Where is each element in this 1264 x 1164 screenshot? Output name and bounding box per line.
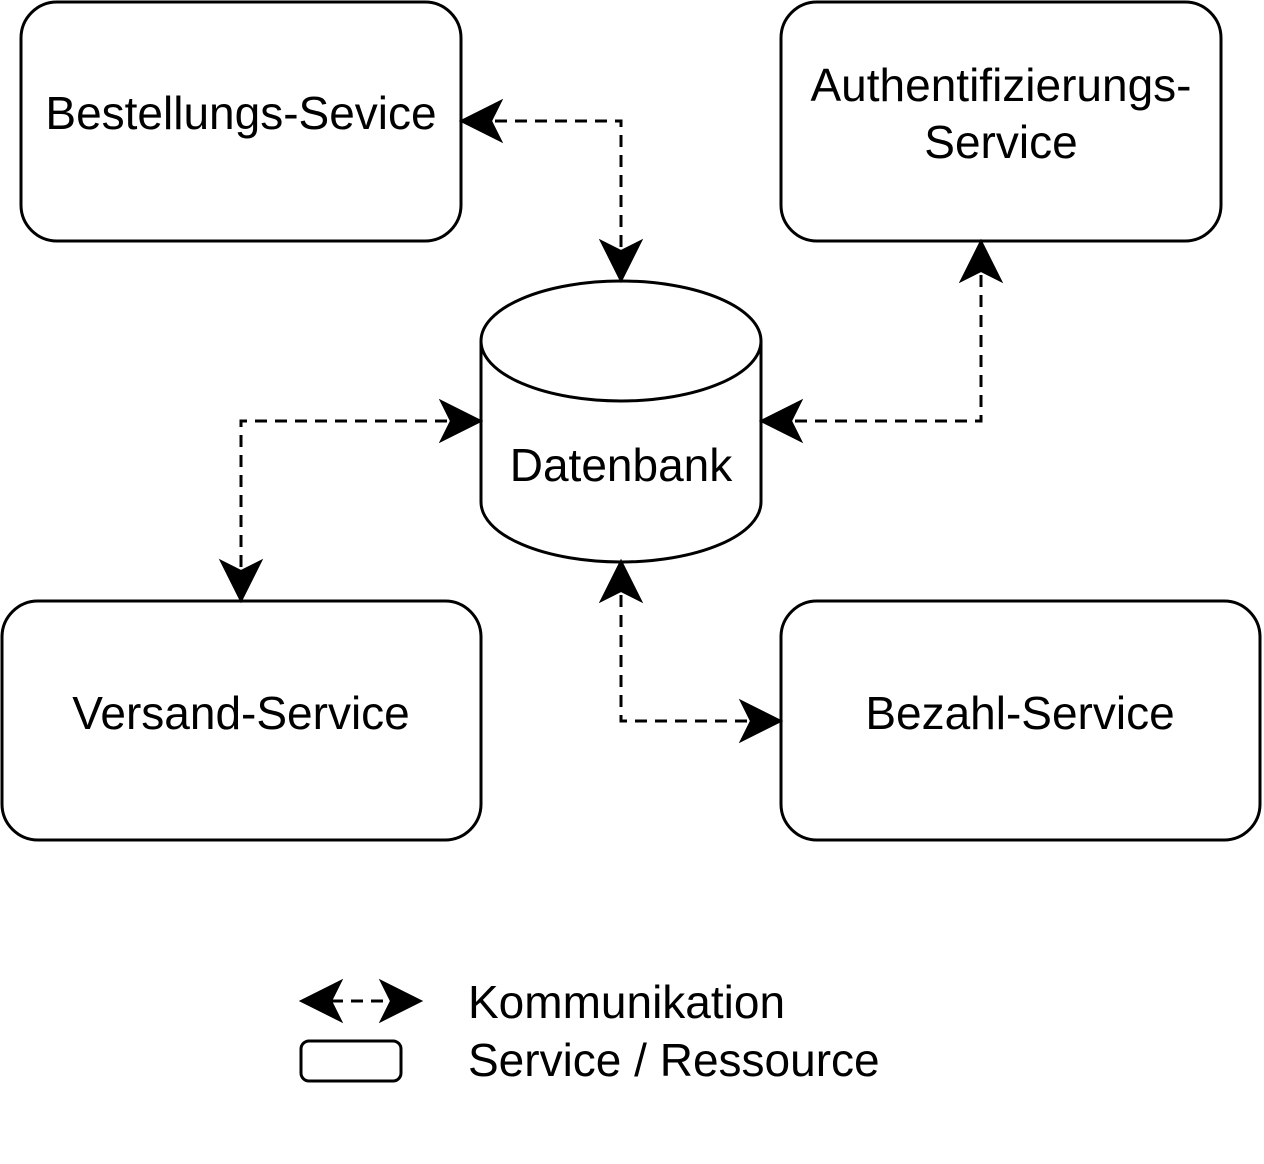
edge-auth-datenbank — [758, 238, 1004, 444]
legend-service-resource-label: Service / Ressource — [468, 1034, 880, 1086]
node-authentifizierungs-service: Authentifizierungs- Service — [779, 0, 1223, 243]
legend-service-resource: Service / Ressource — [299, 1034, 880, 1086]
legend-arrowhead-right-icon — [378, 978, 424, 1024]
node-bezahl-service-label: Bezahl-Service — [865, 687, 1174, 739]
legend-arrowhead-left-icon — [298, 978, 344, 1024]
node-authentifizierungs-service-label-line2: Service — [924, 116, 1077, 168]
node-bezahl-service: Bezahl-Service — [779, 599, 1262, 842]
database-cylinder-icon — [479, 279, 763, 564]
arrowhead-up-icon — [598, 558, 644, 604]
legend-service-box-icon — [299, 1039, 403, 1083]
edge-versand-datenbank-line — [239, 419, 447, 567]
arrowhead-right-icon — [738, 698, 784, 744]
node-authentifizierungs-service-label-line1: Authentifizierungs- — [811, 59, 1192, 111]
node-versand-service-label: Versand-Service — [72, 687, 410, 739]
legend-communication: Kommunikation — [298, 976, 785, 1028]
arrowhead-down-icon — [598, 238, 644, 284]
edge-bezahl-datenbank — [598, 558, 784, 744]
edge-versand-datenbank — [218, 398, 484, 604]
edge-bezahl-datenbank-line — [619, 595, 747, 723]
node-datenbank-label: Datenbank — [510, 439, 733, 491]
legend: Kommunikation Service / Ressource — [298, 976, 880, 1086]
legend-communication-label: Kommunikation — [468, 976, 785, 1028]
arrowhead-left-icon — [758, 398, 804, 444]
node-bestellungs-service: Bestellungs-Sevice — [19, 0, 463, 243]
node-datenbank: Datenbank — [479, 279, 763, 564]
edge-auth-datenbank-line — [795, 275, 983, 423]
edge-bestellung-datenbank-line — [495, 119, 623, 247]
database-cylinder-top-rim — [479, 340, 763, 403]
node-authentifizierungs-service-box — [779, 0, 1223, 243]
arrowhead-down-icon — [218, 558, 264, 604]
node-bestellungs-service-label: Bestellungs-Sevice — [45, 87, 436, 139]
arrowhead-right-icon — [438, 398, 484, 444]
node-versand-service: Versand-Service — [0, 599, 483, 842]
arrowhead-up-icon — [958, 238, 1004, 284]
edge-bestellung-datenbank — [458, 98, 644, 284]
arrowhead-left-icon — [458, 98, 504, 144]
